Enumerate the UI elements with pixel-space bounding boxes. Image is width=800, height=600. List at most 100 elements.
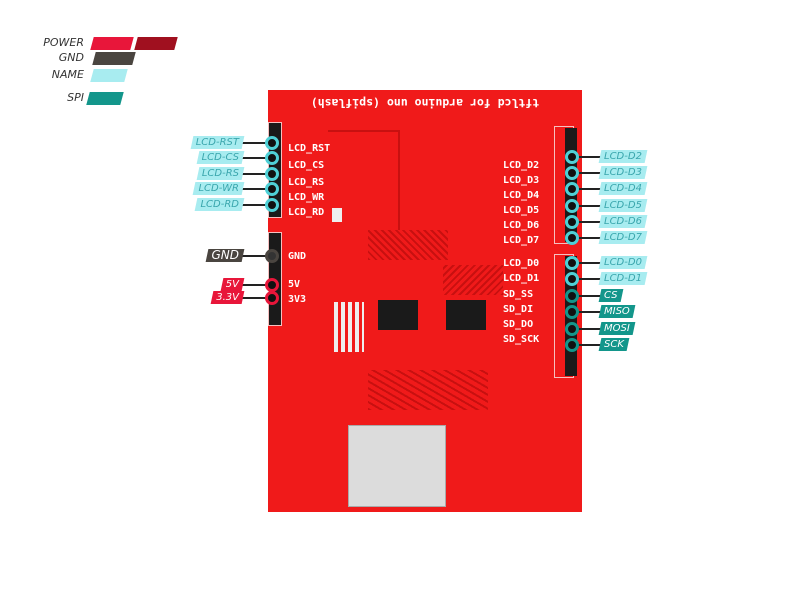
pin-tag-gnd: GND <box>207 249 243 262</box>
pin-lcd-rs <box>265 167 279 181</box>
board-label-sd_do: SD_DO <box>503 319 534 330</box>
pin-gnd <box>265 249 279 263</box>
ic-chip-u3 <box>446 300 486 330</box>
jumper-pad <box>332 208 342 222</box>
board-title: tftlcd for arduino uno (spiflash) <box>310 96 540 110</box>
leader-line <box>578 344 602 346</box>
pin-tag-lcd-d4: LCD-D4 <box>600 182 646 195</box>
pin-lcd-d6 <box>565 215 579 229</box>
leader-line <box>578 188 602 190</box>
pin-cs <box>565 289 579 303</box>
pin-tag-lcd-d1: LCD-D1 <box>600 272 646 285</box>
leader-line <box>578 295 602 297</box>
pin-3.3v <box>265 291 279 305</box>
legend-swatch <box>92 52 136 65</box>
pin-lcd-d2 <box>565 150 579 164</box>
legend-swatch <box>86 92 124 105</box>
pin-tag-lcd-d5: LCD-D5 <box>600 199 646 212</box>
board-label-lcd_d5: LCD_D5 <box>503 205 540 216</box>
pin-tag-lcd-rst: LCD-RST <box>192 136 243 149</box>
leader-line <box>578 205 602 207</box>
leader-line <box>578 328 602 330</box>
trace <box>328 130 398 132</box>
leader-line <box>238 284 268 286</box>
pin-tag-mosi: MOSI <box>600 322 634 335</box>
legend-label-power: POWER <box>43 36 84 49</box>
pin-lcd-d5 <box>565 199 579 213</box>
legend-swatch <box>134 37 178 50</box>
pin-tag-lcd-d7: LCD-D7 <box>600 231 646 244</box>
board-label-gnd: GND <box>288 251 307 262</box>
leader-line <box>578 311 602 313</box>
board-label-sd_di: SD_DI <box>503 304 534 315</box>
pin-tag-lcd-d2: LCD-D2 <box>600 150 646 163</box>
leader-line <box>578 237 602 239</box>
pin-lcd-rst <box>265 136 279 150</box>
pin-mosi <box>565 322 579 336</box>
board-label-lcd_wr: LCD_WR <box>288 192 325 203</box>
leader-line <box>238 157 268 159</box>
board-label-lcd_rs: LCD_RS <box>288 177 325 188</box>
board-label-3v3: 3V3 <box>288 294 307 305</box>
leader-line <box>578 262 602 264</box>
trace-bundle <box>368 370 488 410</box>
board-label-lcd_d2: LCD_D2 <box>503 160 540 171</box>
legend-swatch <box>90 69 128 82</box>
pin-miso <box>565 305 579 319</box>
board-label-lcd_d7: LCD_D7 <box>503 235 540 246</box>
trace-bundle <box>443 265 503 295</box>
sd-card-slot <box>348 425 446 507</box>
leader-line <box>238 188 268 190</box>
trace <box>398 130 400 240</box>
pin-lcd-rd <box>265 198 279 212</box>
pin-tag-miso: MISO <box>600 305 634 318</box>
leader-line <box>578 156 602 158</box>
pin-5v <box>265 278 279 292</box>
pin-tag-cs: CS <box>600 289 622 302</box>
board-label-lcd_rd: LCD_RD <box>288 207 325 218</box>
pin-tag-sck: SCK <box>600 338 628 351</box>
pin-tag-lcd-d0: LCD-D0 <box>600 256 646 269</box>
trace-bundle <box>368 230 448 260</box>
leader-line <box>578 278 602 280</box>
ic-chip-u2 <box>378 300 418 330</box>
board-label-lcd_d4: LCD_D4 <box>503 190 540 201</box>
pin-tag-lcd-d3: LCD-D3 <box>600 166 646 179</box>
pin-tag-lcd-rd: LCD-RD <box>196 198 243 211</box>
board-label-lcd_cs: LCD_CS <box>288 160 325 171</box>
pin-lcd-d1 <box>565 272 579 286</box>
pin-tag-lcd-rs: LCD-RS <box>198 167 243 180</box>
leader-line <box>578 221 602 223</box>
pin-tag-lcd-d6: LCD-D6 <box>600 215 646 228</box>
pin-tag-3.3v: 3.3V <box>212 291 243 304</box>
leader-line <box>238 204 268 206</box>
board-label-lcd_d1: LCD_D1 <box>503 273 540 284</box>
board-label-lcd_rst: LCD_RST <box>288 143 331 154</box>
board-label-lcd_d3: LCD_D3 <box>503 175 540 186</box>
board-label-5v: 5V <box>288 279 301 290</box>
legend-label-gnd: GND <box>58 51 84 64</box>
legend-swatch <box>90 37 134 50</box>
pin-lcd-d7 <box>565 231 579 245</box>
leader-line <box>238 173 268 175</box>
pin-sck <box>565 338 579 352</box>
pin-lcd-d3 <box>565 166 579 180</box>
flash-chip-u1-pads <box>334 302 364 352</box>
leader-line <box>578 172 602 174</box>
leader-line <box>238 297 268 299</box>
legend-label-name: NAME <box>51 68 84 81</box>
pin-lcd-d4 <box>565 182 579 196</box>
leader-line <box>238 142 268 144</box>
leader-line <box>238 255 268 257</box>
board-label-sd_sck: SD_SCK <box>503 334 540 345</box>
board-label-lcd_d0: LCD_D0 <box>503 258 540 269</box>
pin-lcd-cs <box>265 151 279 165</box>
pin-lcd-wr <box>265 182 279 196</box>
pin-tag-lcd-wr: LCD-WR <box>194 182 243 195</box>
board-label-lcd_d6: LCD_D6 <box>503 220 540 231</box>
pin-tag-lcd-cs: LCD-CS <box>198 151 243 164</box>
legend-label-spi: SPI <box>67 91 84 104</box>
pin-tag-5v: 5V <box>222 278 243 291</box>
pin-lcd-d0 <box>565 256 579 270</box>
board-label-sd_ss: SD_SS <box>503 289 534 300</box>
